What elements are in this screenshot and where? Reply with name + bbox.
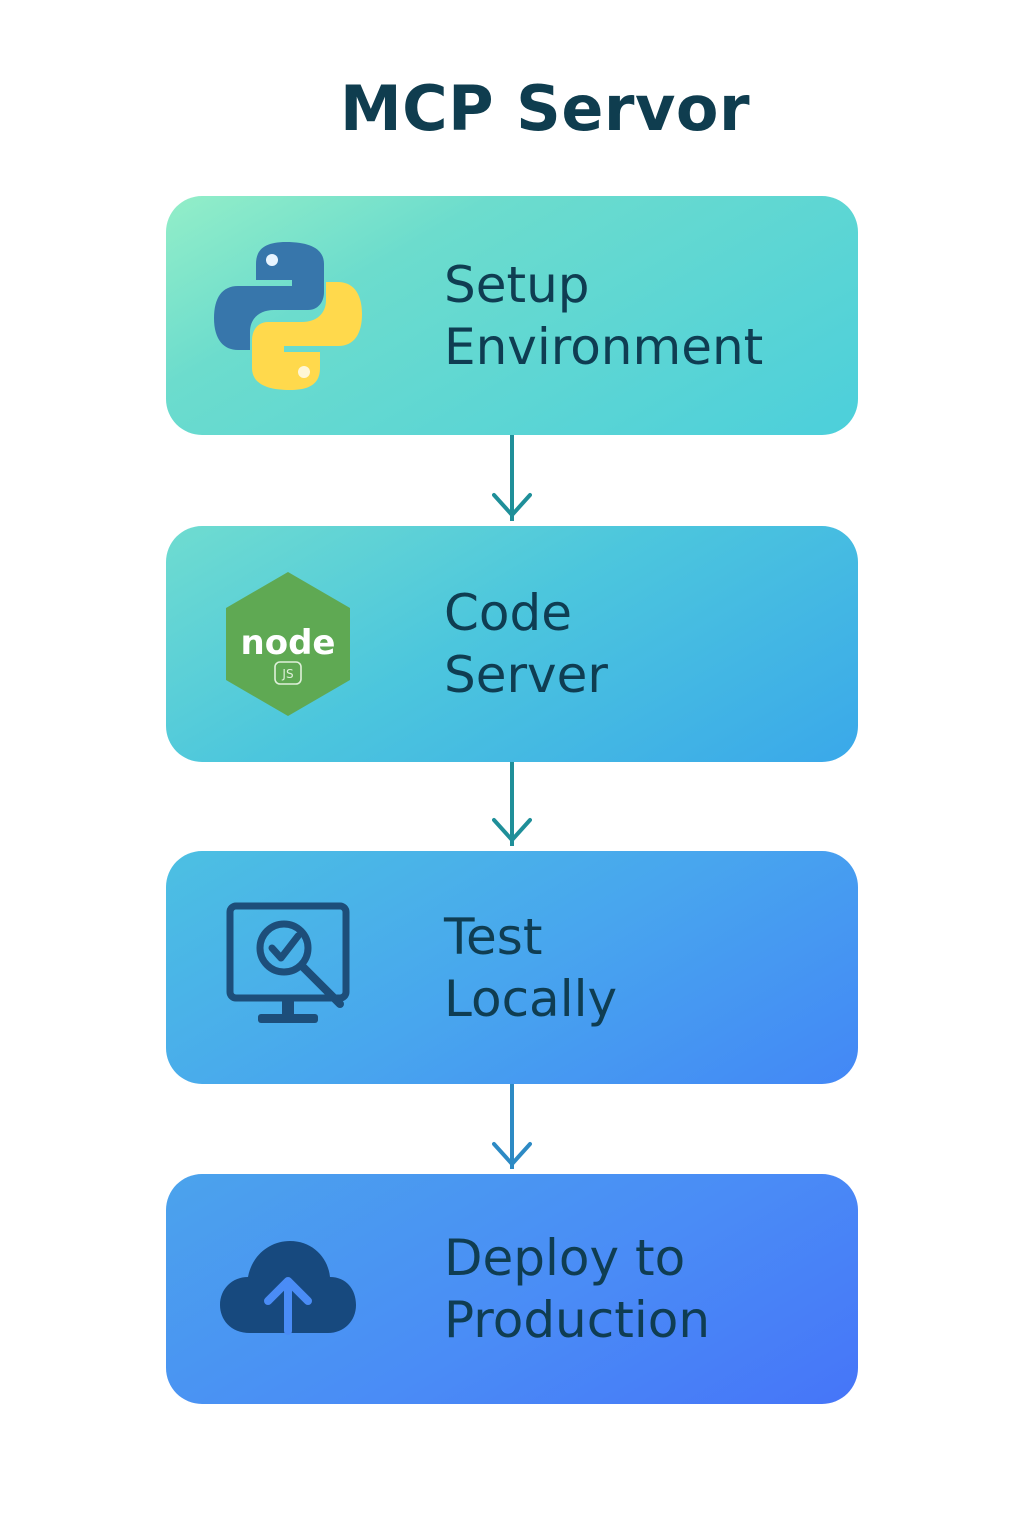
step-label: Setup Environment	[444, 254, 844, 378]
arrow-down-icon	[492, 1084, 532, 1169]
step-label-line: Environment	[444, 317, 764, 376]
cloud-upload-icon	[212, 1213, 364, 1365]
diagram-title: MCP Servor	[339, 72, 751, 145]
nodejs-logo-icon: node JS	[212, 568, 364, 720]
arrow-down-icon	[492, 435, 532, 521]
step-label-line: Server	[444, 646, 608, 704]
arrow-down-icon	[492, 762, 532, 846]
arrow-connector	[492, 762, 532, 851]
node-wordmark: node	[241, 623, 336, 663]
step-label: Deploy to Production	[444, 1227, 844, 1351]
monitor-check-icon	[212, 892, 364, 1044]
step-label-line: Test	[444, 907, 543, 966]
node-js-badge: JS	[281, 667, 293, 681]
step-label-line: Locally	[444, 969, 618, 1028]
arrow-connector	[492, 1084, 532, 1174]
arrow-connector	[492, 435, 532, 526]
step-code-server: node JS Code Server	[166, 526, 858, 762]
python-logo-icon	[212, 240, 364, 392]
step-label-line: Deploy to	[444, 1229, 686, 1287]
step-test-locally: Test Locally	[166, 851, 858, 1084]
step-setup-environment: Setup Environment	[166, 196, 858, 435]
step-deploy-to-production: Deploy to Production	[166, 1174, 858, 1404]
step-label-line: Production	[444, 1291, 711, 1349]
step-label-line: Code	[444, 584, 573, 642]
step-label-line: Setup	[444, 255, 590, 314]
step-label: Code Server	[444, 582, 844, 706]
step-label: Test Locally	[444, 906, 844, 1030]
